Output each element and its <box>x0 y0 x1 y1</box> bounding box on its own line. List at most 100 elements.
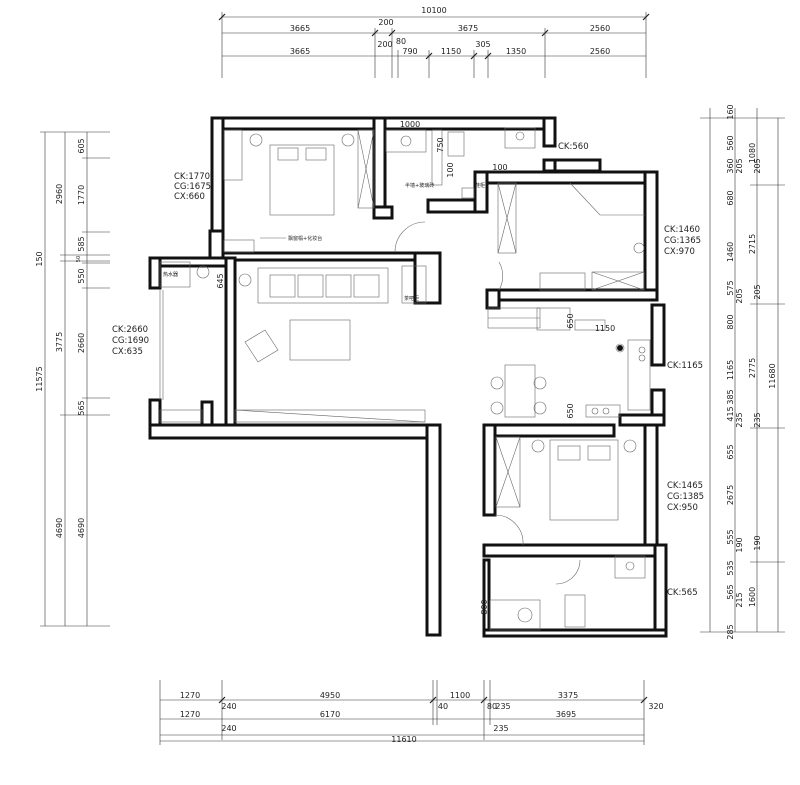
top-dim: 80 <box>396 37 406 46</box>
kitchen-dim: 650 <box>566 313 575 328</box>
balcony-cabinet <box>159 409 203 423</box>
right-dim: 800 <box>726 314 735 329</box>
bottom-dim: 235 <box>493 724 508 733</box>
wardrobe <box>223 129 243 181</box>
left-dim: 11575 <box>35 366 44 391</box>
left-dim: 50 <box>76 256 82 262</box>
top-dimensions: 10100 3665 200 3675 2560 3665 200 80 790… <box>218 6 650 78</box>
kitchen-door-swing <box>498 261 503 291</box>
bath-width-dim: 1000 <box>400 120 420 129</box>
sink-icon <box>517 607 533 623</box>
wardrobe <box>357 129 375 209</box>
bottom-dim: 240 <box>221 724 236 733</box>
walls <box>148 116 668 638</box>
furniture: 飘窗榻+化妆台 半墙+玻璃砖 鞋柜 <box>159 127 651 631</box>
toilet-icon <box>447 131 465 157</box>
top-dim: 1350 <box>506 47 526 56</box>
right-dim: 1165 <box>726 360 735 380</box>
right-dim: 160 <box>726 104 735 119</box>
bed1-door-swing <box>394 221 426 253</box>
bed2-cg: CG:1385 <box>667 492 704 502</box>
top-dim: 1150 <box>441 47 461 56</box>
bath-height-dim: 750 <box>436 137 445 152</box>
right-dim: 555 <box>726 529 735 544</box>
right-dim: 680 <box>726 190 735 205</box>
living-ck: CK:2660 <box>112 325 148 335</box>
top-dim: 790 <box>402 47 417 56</box>
toilet-icon <box>564 594 586 628</box>
left-dim: 2960 <box>55 184 64 204</box>
bath1-ck: CK:560 <box>558 142 589 152</box>
tv-cabinet <box>234 409 426 423</box>
bed1-cg: CG:1675 <box>174 182 211 192</box>
shoe-cabinet-label: 鞋柜 <box>475 182 485 189</box>
bottom-total-dim: 11610 <box>391 735 416 744</box>
bedside-lamp-icon <box>249 133 263 147</box>
top-dim: 200 <box>378 18 393 27</box>
bath2-door-swing <box>555 559 581 585</box>
right-dim: 535 <box>726 560 735 575</box>
right-dim: 415 <box>726 406 735 421</box>
top-dim: 2560 <box>590 47 610 56</box>
bed1-cx: CX:660 <box>174 192 205 202</box>
bottom-dim: 80 <box>487 702 497 711</box>
right-dim: 385 <box>726 389 735 404</box>
right-dim: 190 <box>753 535 762 550</box>
right-dim: 1600 <box>748 587 757 607</box>
left-dimensions: 11575 150 2960 3775 4690 605 1770 585 50… <box>35 131 110 627</box>
bottom-dim: 6170 <box>320 710 340 719</box>
living-window-dim: 645 <box>216 273 225 288</box>
window-cabinet-label: 飘窗榻+化妆台 <box>288 235 322 242</box>
right-dim: 1460 <box>726 242 735 262</box>
right-dim: 215 <box>735 592 744 607</box>
right-dim: 11680 <box>768 363 777 388</box>
right-dim: 1080 <box>748 143 757 163</box>
bottom-dim: 40 <box>438 702 448 711</box>
window-cabinet <box>223 239 255 253</box>
right-dim: 565 <box>726 584 735 599</box>
right-dim: 235 <box>735 412 744 427</box>
bed2-ck: CK:1465 <box>667 481 703 491</box>
top-dim: 3665 <box>290 24 310 33</box>
bottom-dimensions: 1270 4950 1100 3375 1270 240 6170 40 80 … <box>159 680 664 745</box>
right-dim: 285 <box>726 624 735 639</box>
step-dim: 100 <box>492 163 507 172</box>
right-dim: 205 <box>735 158 744 173</box>
left-dim: 1770 <box>77 185 86 205</box>
wardrobe <box>495 436 521 508</box>
bed <box>549 439 619 521</box>
kitchen-counter <box>539 272 586 291</box>
bed2-cx: CX:950 <box>667 503 698 513</box>
right-dim: 205 <box>753 284 762 299</box>
bottom-dim: 1270 <box>180 710 200 719</box>
coffee-table <box>289 319 351 361</box>
right-dim: 560 <box>726 135 735 150</box>
burner-icon <box>591 407 599 415</box>
bottom-dim: 240 <box>221 702 236 711</box>
room-specs: CK:1770 CG:1675 CX:660 CK:1460 CG:1365 C… <box>112 142 704 598</box>
burner-icon <box>602 407 610 415</box>
top-dim: 2560 <box>590 24 610 33</box>
sofa <box>257 267 389 304</box>
water-heater <box>159 261 191 288</box>
top-dim: 200 <box>377 40 392 49</box>
fridge <box>497 182 517 254</box>
kitchen-ck: CK:1460 <box>664 225 700 235</box>
right-dim: 190 <box>735 537 744 552</box>
bottom-dim: 4950 <box>320 691 340 700</box>
right-dim: 2775 <box>748 358 757 378</box>
left-dim: 2660 <box>77 333 86 353</box>
bath2-dim: 800 <box>480 599 489 614</box>
tea-bar-label: 茶吧柜 <box>404 295 419 302</box>
basin-icon <box>515 131 525 141</box>
left-dim: 4690 <box>77 518 86 538</box>
kitchen-cg: CG:1365 <box>664 236 701 246</box>
left-dim: 3775 <box>55 332 64 352</box>
sink-icon <box>400 135 412 147</box>
left-dim: 4690 <box>55 518 64 538</box>
stove <box>585 404 621 418</box>
water-heater-label: 热水器 <box>163 271 178 278</box>
left-dim: 550 <box>77 268 86 283</box>
bottom-dim: 3695 <box>556 710 576 719</box>
